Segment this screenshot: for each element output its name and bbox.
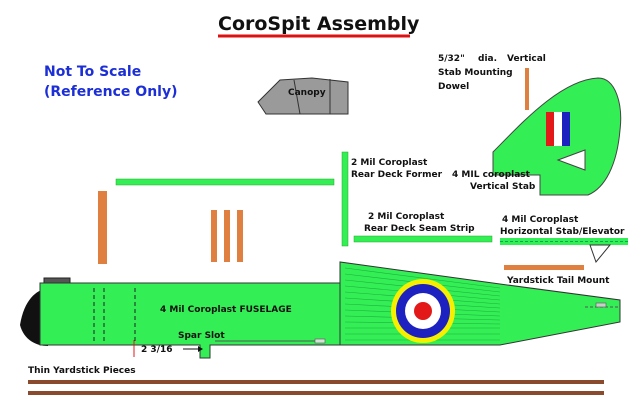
dowel-label: Dowel (438, 82, 469, 92)
spar-dimension-label: 2 3/16 (141, 345, 172, 355)
vertical-stab-dowel (525, 68, 529, 110)
horizontal-stab-elevator (500, 238, 628, 245)
rear-deck-former (115, 178, 335, 186)
dowel-stab-mounting-label: Stab Mounting (438, 68, 513, 78)
vertical-stab-label-1: 4 MIL coroplast (452, 170, 531, 180)
fuselage-part: 4 Mil Coroplast FUSELAGE (20, 244, 621, 359)
dowel-vertical-label: Vertical (507, 54, 546, 64)
seam-strip-label-1: 2 Mil Coroplast (368, 212, 445, 222)
canopy-part: Canopy (257, 77, 349, 115)
diagram-title: CoroSpit Assembly (218, 13, 420, 35)
rear-deck-former-vertical (341, 151, 349, 247)
fin-notch (556, 149, 586, 171)
fuselage-label: 4 Mil Coroplast FUSELAGE (160, 305, 292, 315)
roundel-red (414, 302, 432, 320)
thin-yardstick-piece-2 (28, 391, 604, 395)
tail-mount-label: Yardstick Tail Mount (506, 276, 610, 286)
dowel-size-label: 5/32" (438, 54, 465, 64)
yardstick-pieces-label: Thin Yardstick Pieces (28, 366, 136, 376)
vertical-stab-label-2: Vertical Stab (470, 182, 536, 192)
fin-flash-red (546, 112, 554, 146)
dowel-dia-label: dia. (478, 54, 497, 64)
hstab-label-2: Horizontal Stab/Elevator (500, 227, 625, 237)
elevator-gusset (589, 244, 612, 264)
yardstick-upright-2 (224, 210, 230, 262)
not-to-scale-note: Not To Scale (44, 64, 141, 80)
yardstick-upright-1 (211, 210, 217, 262)
fin-flash-white (554, 112, 562, 146)
fin-flash-blue (562, 112, 570, 146)
rear-deck-seam-strip (353, 235, 493, 243)
reference-only-note: (Reference Only) (44, 84, 178, 100)
rear-deck-former-label-1: 2 Mil Coroplast (351, 158, 428, 168)
yardstick-upright-3 (237, 210, 243, 262)
yardstick-tail-mount (504, 265, 584, 270)
seam-strip-label-2: Rear Deck Seam Strip (364, 224, 475, 234)
vertical-stab-part: 4 MIL coroplast Vertical Stab (452, 77, 622, 196)
canopy-label: Canopy (288, 88, 326, 98)
rear-deck-former-label-2: Rear Deck Former (351, 170, 443, 180)
yardstick-upright-left (98, 191, 107, 264)
spar-slot-label: Spar Slot (178, 331, 225, 341)
hstab-label-1: 4 Mil Coroplast (502, 215, 579, 225)
thin-yardstick-piece-1 (28, 380, 604, 384)
